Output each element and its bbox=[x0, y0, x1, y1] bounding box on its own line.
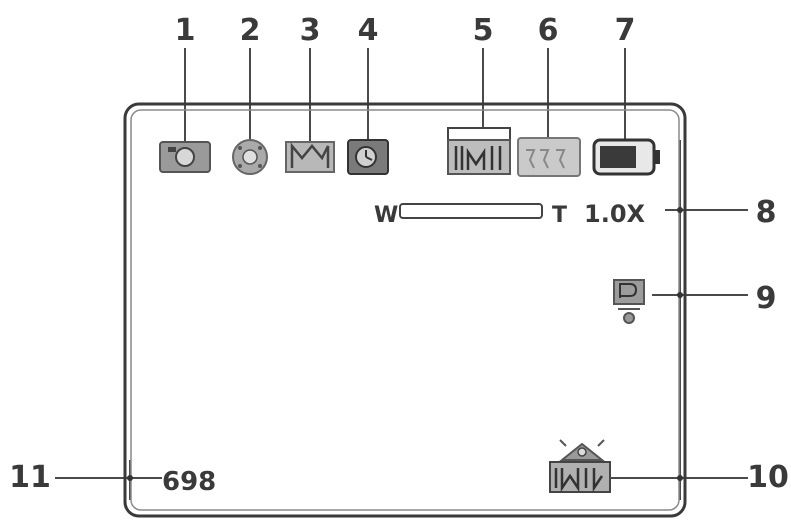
callout-2: 2 bbox=[240, 13, 261, 48]
zoom-indicator: W T 1.0X bbox=[374, 200, 646, 228]
resolution-icon bbox=[447, 127, 511, 175]
callout-4: 4 bbox=[358, 13, 379, 48]
callout-9: 9 bbox=[756, 281, 777, 316]
leader-lines bbox=[55, 48, 748, 500]
lcd-frame-outer bbox=[123, 102, 687, 518]
callout-10: 10 bbox=[747, 460, 789, 495]
exposure-icon bbox=[613, 279, 645, 324]
self-timer-icon bbox=[347, 139, 389, 175]
callout-11: 11 bbox=[9, 460, 51, 495]
battery-icon bbox=[592, 138, 660, 176]
camera-mode-icon bbox=[159, 141, 211, 173]
lcd-frame-inner bbox=[130, 109, 680, 511]
zoom-value: 1.0X bbox=[584, 200, 646, 228]
callout-6: 6 bbox=[538, 13, 559, 48]
callout-8: 8 bbox=[756, 195, 777, 230]
macro-icon bbox=[285, 141, 335, 173]
flash-icon bbox=[232, 139, 268, 175]
shots-remaining: 698 bbox=[162, 467, 216, 497]
zoom-bar-track bbox=[399, 203, 543, 219]
zoom-wide-label: W bbox=[374, 203, 398, 228]
white-balance-icon bbox=[549, 439, 611, 493]
callout-5: 5 bbox=[473, 13, 494, 48]
callout-3: 3 bbox=[300, 13, 321, 48]
callout-7: 7 bbox=[615, 13, 636, 48]
zoom-tele-label: T bbox=[552, 203, 567, 228]
callout-1: 1 bbox=[175, 13, 196, 48]
connector-dots bbox=[127, 207, 683, 481]
quality-icon bbox=[517, 137, 581, 177]
